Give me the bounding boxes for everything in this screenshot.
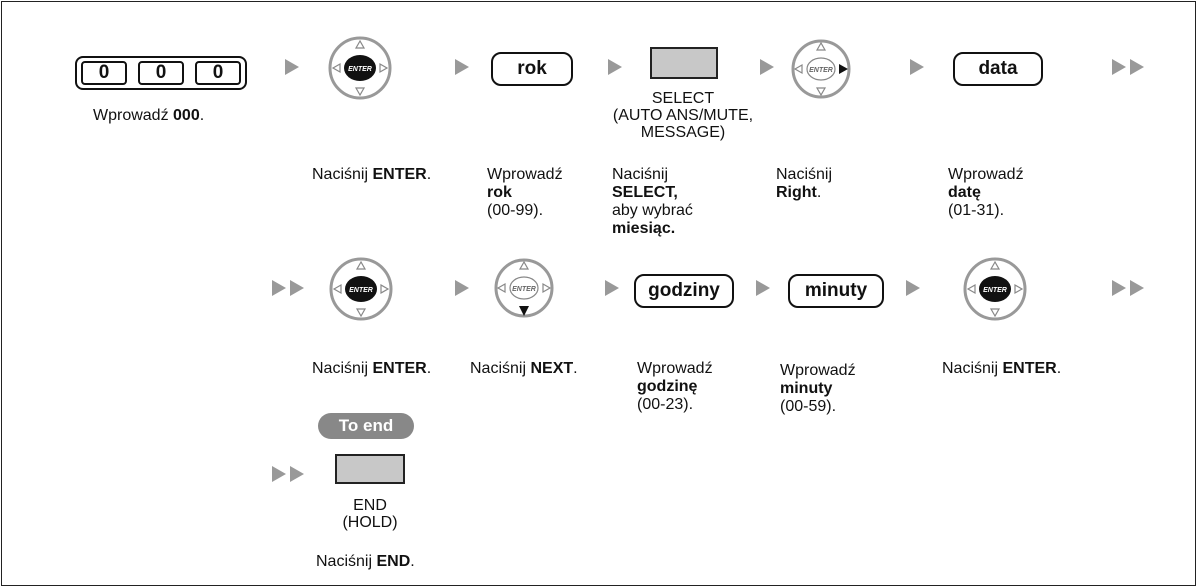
to-end-badge: To end	[318, 413, 414, 439]
svg-text:ENTER: ENTER	[809, 67, 833, 74]
next-arrow	[455, 280, 469, 296]
next-arrow	[760, 59, 774, 75]
next-arrow	[756, 280, 770, 296]
next-arrow	[285, 59, 299, 75]
navkey-label: ENTER	[348, 66, 372, 73]
next-arrow	[455, 59, 469, 75]
select-softkey-label: SELECT (AUTO ANS/MUTE, MESSAGE)	[612, 90, 754, 141]
select-softkey	[650, 47, 718, 79]
end-softkey	[335, 454, 405, 484]
continue-arrow	[272, 280, 312, 296]
next-arrow	[906, 280, 920, 296]
digit-key: 0	[138, 61, 184, 85]
caption-press-next: Naciśnij NEXT.	[470, 360, 578, 377]
key-rok: rok	[491, 52, 573, 86]
continue-arrow	[272, 466, 312, 482]
caption-press-enter: Naciśnij ENTER.	[312, 360, 432, 377]
navigator-key-down-icon: ENTER	[494, 258, 554, 318]
caption-press-enter: Naciśnij ENTER.	[942, 360, 1062, 377]
navigator-key-enter-icon: ENTER	[329, 257, 393, 321]
digit-key: 0	[195, 61, 241, 85]
dial-digits-box: 0 0 0	[75, 56, 247, 90]
caption-press-enter: Naciśnij ENTER.	[312, 166, 432, 183]
navigator-key-enter-icon: ENTER	[328, 36, 392, 100]
key-godziny: godziny	[634, 274, 734, 308]
caption-enter-000: Wprowadź 000.	[93, 107, 205, 124]
caption-press-end: Naciśnij END.	[316, 553, 415, 570]
key-minuty: minuty	[788, 274, 884, 308]
next-arrow	[608, 59, 622, 75]
svg-text:ENTER: ENTER	[349, 287, 373, 294]
key-data: data	[953, 52, 1043, 86]
navigator-key-enter-icon: ENTER	[963, 257, 1027, 321]
next-arrow	[910, 59, 924, 75]
continue-arrow	[1112, 280, 1152, 296]
next-arrow	[605, 280, 619, 296]
digit-key: 0	[81, 61, 127, 85]
navigator-key-right-icon: ENTER	[791, 39, 851, 99]
svg-text:ENTER: ENTER	[983, 287, 1007, 294]
continue-arrow	[1112, 59, 1152, 75]
end-softkey-label: END (HOLD)	[342, 497, 398, 531]
svg-text:ENTER: ENTER	[512, 286, 536, 293]
